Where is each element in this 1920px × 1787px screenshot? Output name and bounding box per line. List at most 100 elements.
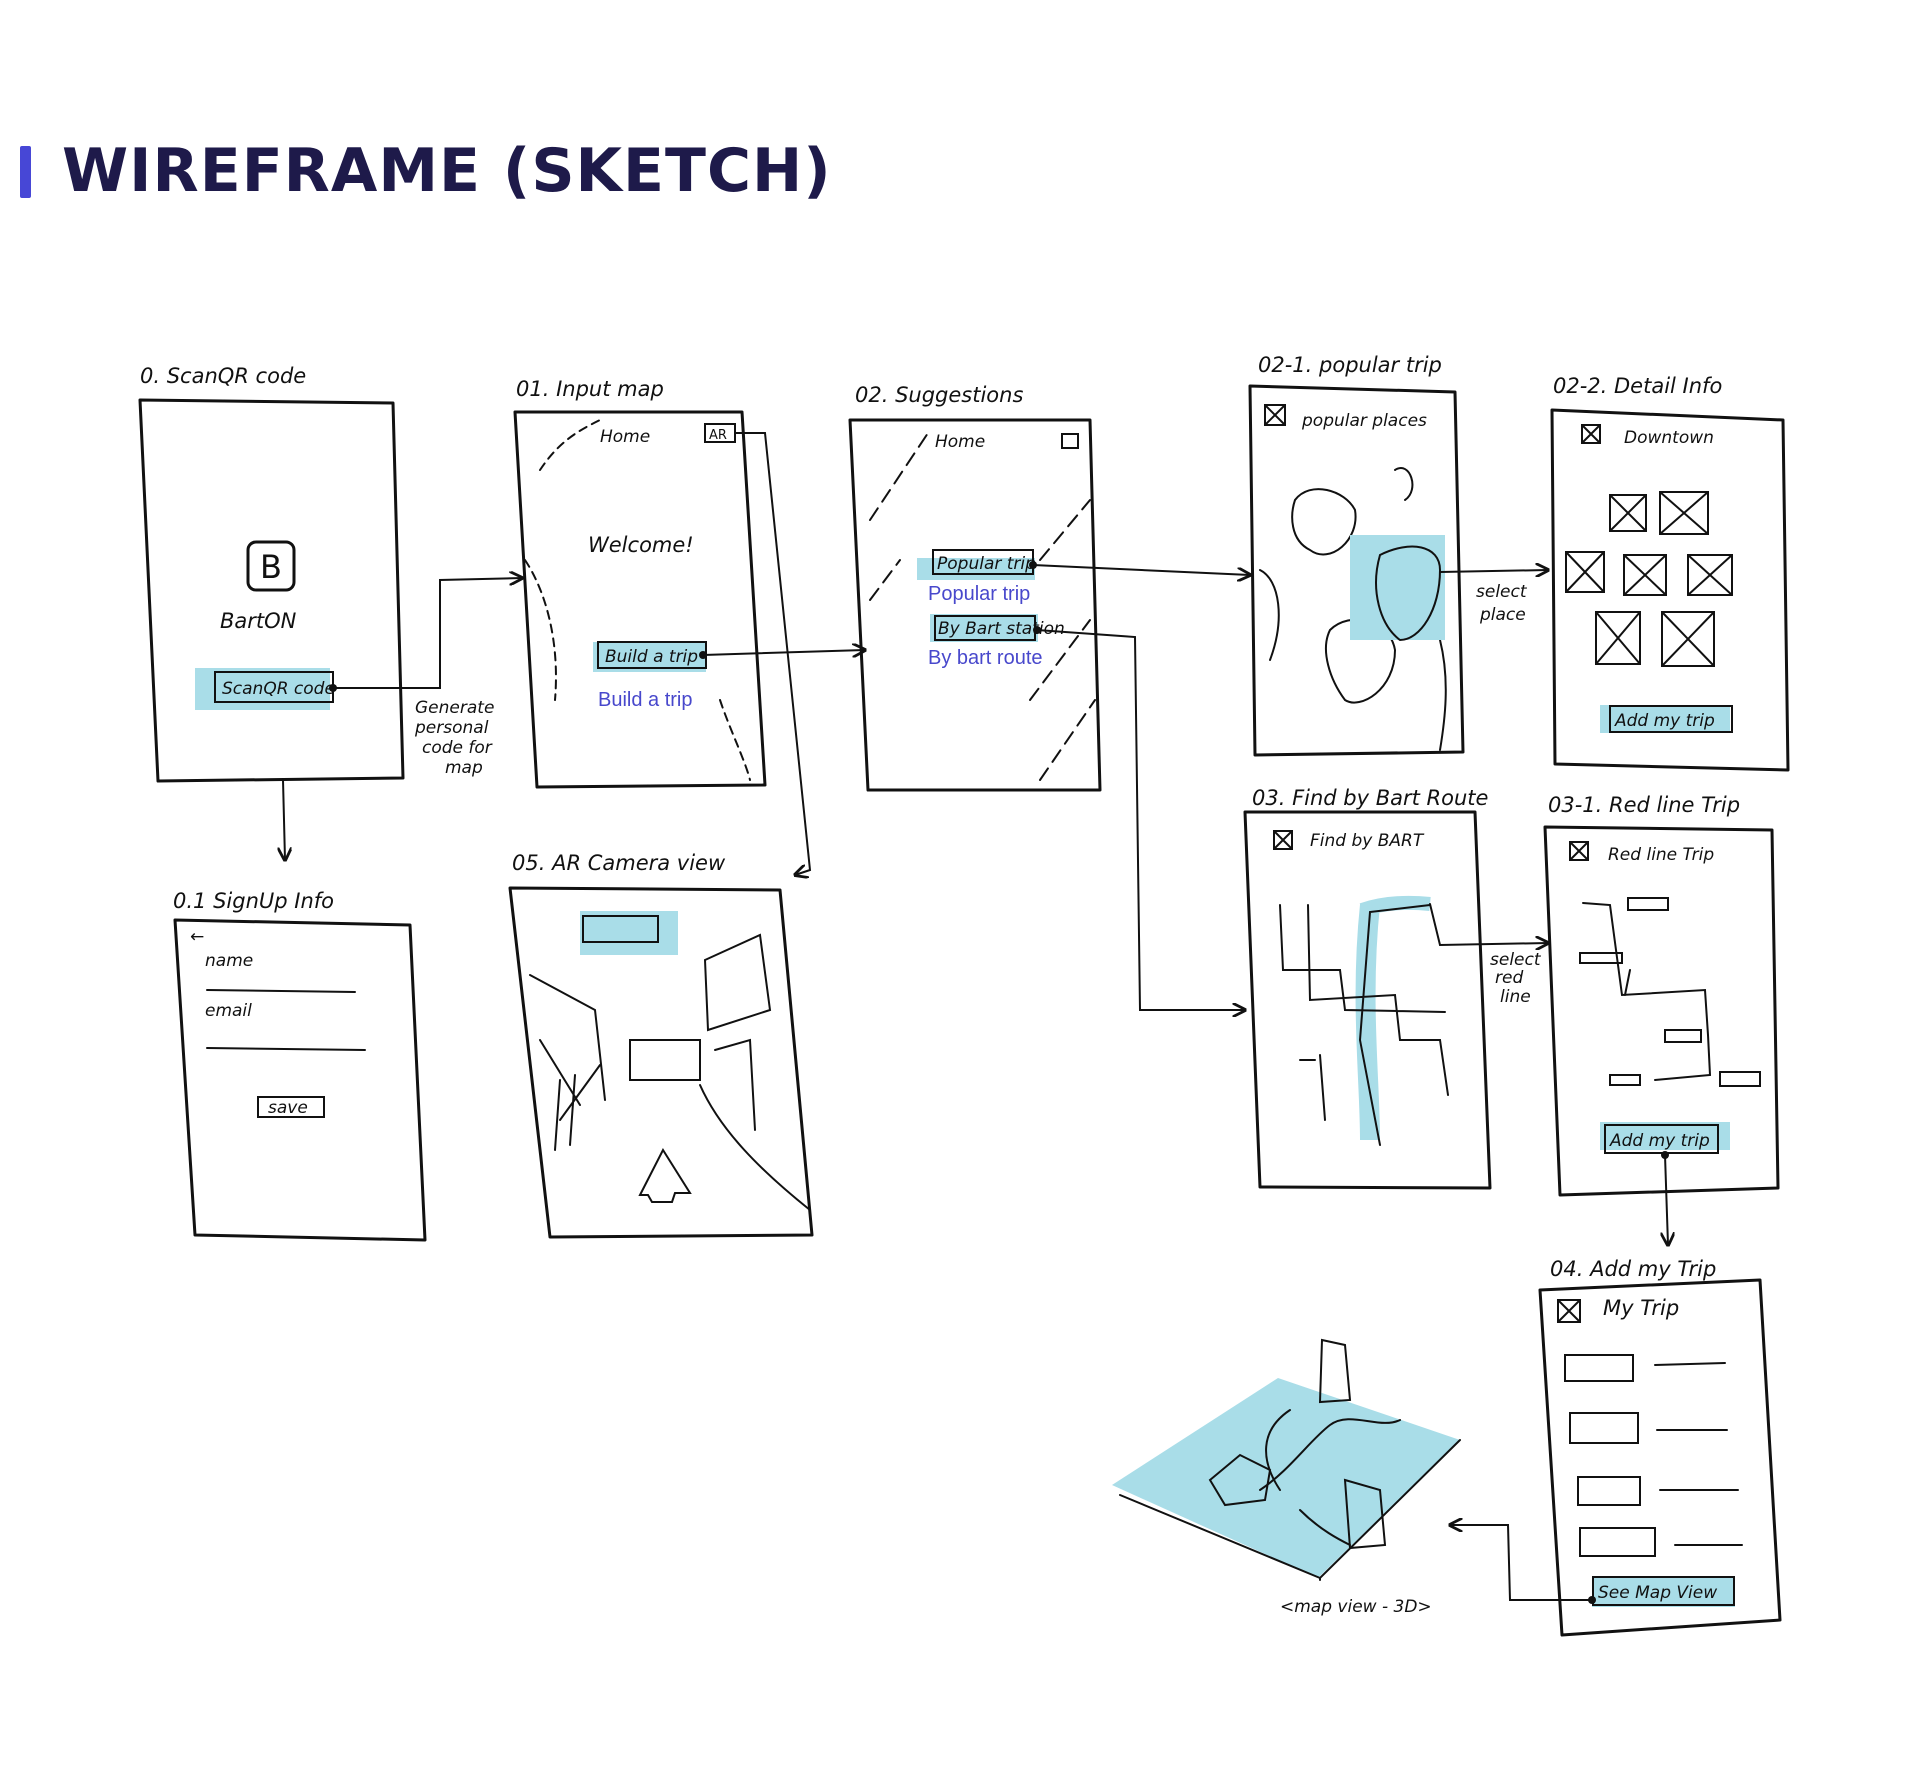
popular-places-header: popular places xyxy=(1301,411,1427,431)
screen-title: 0.1 SignUp Info xyxy=(173,889,334,913)
note-line: place xyxy=(1479,605,1526,625)
image-icon xyxy=(1264,404,1286,426)
add-my-trip-button[interactable] xyxy=(1609,705,1733,733)
phone-frame xyxy=(508,886,814,1239)
welcome-text: Welcome! xyxy=(588,533,694,557)
map-sketch xyxy=(524,419,751,781)
home-label: Home xyxy=(600,427,650,447)
hatch-lines xyxy=(869,429,1096,781)
connector-add-trip xyxy=(1665,1154,1668,1245)
add-my-trip-button[interactable] xyxy=(1604,1124,1719,1154)
by-bart-route-label: By bart route xyxy=(928,647,1043,669)
trip-list xyxy=(1564,1354,1743,1557)
image-icon-cross xyxy=(1557,1299,1581,1323)
image-placeholder-grid xyxy=(1565,491,1733,667)
email-field[interactable] xyxy=(206,1047,366,1051)
highlight xyxy=(1600,1122,1730,1150)
see-map-view-button-text: See Map View xyxy=(1598,1583,1717,1603)
note-line: Generate xyxy=(415,698,494,718)
name-field[interactable] xyxy=(206,989,356,993)
bart-route-map[interactable] xyxy=(1279,904,1449,1146)
image-icon-cross xyxy=(1264,404,1286,426)
connector-scan-to-input xyxy=(332,578,522,689)
see-map-view-button[interactable] xyxy=(1592,1576,1735,1606)
map-3d-highlight xyxy=(1112,1378,1460,1578)
phone-frame xyxy=(1550,408,1790,772)
name-label: name xyxy=(205,951,253,971)
screen-title: 01. Input map xyxy=(516,377,664,401)
screen-title: 0. ScanQR code xyxy=(140,364,306,388)
note-line: select xyxy=(1490,950,1542,970)
connector-input-to-suggestions xyxy=(702,650,865,655)
screen-title: 02-1. popular trip xyxy=(1258,353,1442,377)
ar-badge-label: AR xyxy=(709,428,727,443)
screen-add-my-trip: 04. Add my Trip My Trip See Map View xyxy=(1538,1257,1782,1637)
annotations: Generate personal code for map select pl… xyxy=(414,582,1542,1007)
add-my-trip-button-text: Add my trip xyxy=(1614,711,1715,731)
note-line: personal xyxy=(414,718,489,738)
connector-dot xyxy=(329,684,337,692)
map-3d-plane xyxy=(1119,1439,1461,1581)
build-trip-button-text: Build a trip xyxy=(605,647,698,667)
phone-frame xyxy=(848,418,1102,792)
red-line-header: Red line Trip xyxy=(1608,845,1714,865)
ar-info-card[interactable] xyxy=(582,915,659,943)
highlight xyxy=(1350,535,1445,640)
note-line: map xyxy=(445,758,483,778)
screen-red-line-trip: 03-1. Red line Trip Red line Trip Add my… xyxy=(1543,793,1780,1197)
downtown-header: Downtown xyxy=(1624,428,1714,448)
connector-dot xyxy=(699,651,707,659)
screen-input-map: 01. Input map Home AR Welcome! Build a t… xyxy=(513,377,767,789)
phone-frame xyxy=(173,918,427,1242)
screen-title: 02. Suggestions xyxy=(855,383,1023,407)
highlight xyxy=(1600,705,1730,733)
phone-frame xyxy=(138,398,405,783)
phone-frame xyxy=(1538,1278,1782,1637)
scan-qr-button-label: ScanQR code xyxy=(222,679,335,699)
home-label: Home xyxy=(935,432,985,452)
image-icon-cross xyxy=(1581,424,1601,444)
image-icon-cross xyxy=(1569,841,1589,861)
ar-info-card[interactable] xyxy=(629,1039,701,1081)
map-sketch xyxy=(1259,467,1447,751)
selected-place[interactable] xyxy=(1375,545,1442,642)
phone-frame xyxy=(1248,384,1465,757)
build-trip-label: Build a trip xyxy=(598,689,693,711)
screen-detail-info: 02-2. Detail Info Downtown Add my trip xyxy=(1550,374,1790,772)
connector-scan-to-signup xyxy=(283,779,285,860)
screen-title: 05. AR Camera view xyxy=(512,851,726,875)
connector-bart xyxy=(1036,629,1245,1010)
connector-ar-to-camera xyxy=(734,432,812,875)
screen-suggestions: 02. Suggestions Home Popular trip Popula… xyxy=(848,383,1102,792)
save-button[interactable] xyxy=(257,1096,325,1118)
popular-trip-label: Popular trip xyxy=(928,583,1030,605)
connector-select-place xyxy=(1439,570,1548,572)
connector-dot xyxy=(1661,1151,1669,1159)
flow-connectors xyxy=(283,432,1669,1604)
my-trip-header: My Trip xyxy=(1603,1296,1679,1320)
find-by-bart-header: Find by BART xyxy=(1310,831,1425,851)
add-my-trip-button-text: Add my trip xyxy=(1609,1131,1710,1151)
image-icon xyxy=(1061,433,1079,449)
connector-dot xyxy=(1033,626,1041,634)
note-line: line xyxy=(1500,987,1531,1007)
red-line-highlight xyxy=(1359,895,1431,917)
screen-title: 03-1. Red line Trip xyxy=(1548,793,1740,817)
connector-popular xyxy=(1032,564,1250,575)
navigation-arrow-icon xyxy=(638,1147,692,1203)
screen-ar-camera: 05. AR Camera view xyxy=(508,851,814,1239)
title-accent-bar xyxy=(20,146,31,198)
screen-title: 03. Find by Bart Route xyxy=(1252,786,1488,810)
logo-letter: B xyxy=(260,548,282,586)
app-name: BartON xyxy=(220,609,297,633)
highlight xyxy=(1592,1577,1735,1607)
connector-map-view xyxy=(1450,1525,1593,1601)
back-button[interactable]: ← xyxy=(190,927,204,947)
screen-title: 02-2. Detail Info xyxy=(1553,374,1722,398)
email-label: email xyxy=(205,1001,252,1021)
screen-signup-info: 0.1 SignUp Info ← name email save xyxy=(173,889,427,1242)
map-routes xyxy=(1259,1409,1401,1546)
trip-route-map[interactable] xyxy=(1579,897,1761,1087)
phone-frame xyxy=(1543,825,1780,1197)
image-icon xyxy=(1273,830,1293,850)
